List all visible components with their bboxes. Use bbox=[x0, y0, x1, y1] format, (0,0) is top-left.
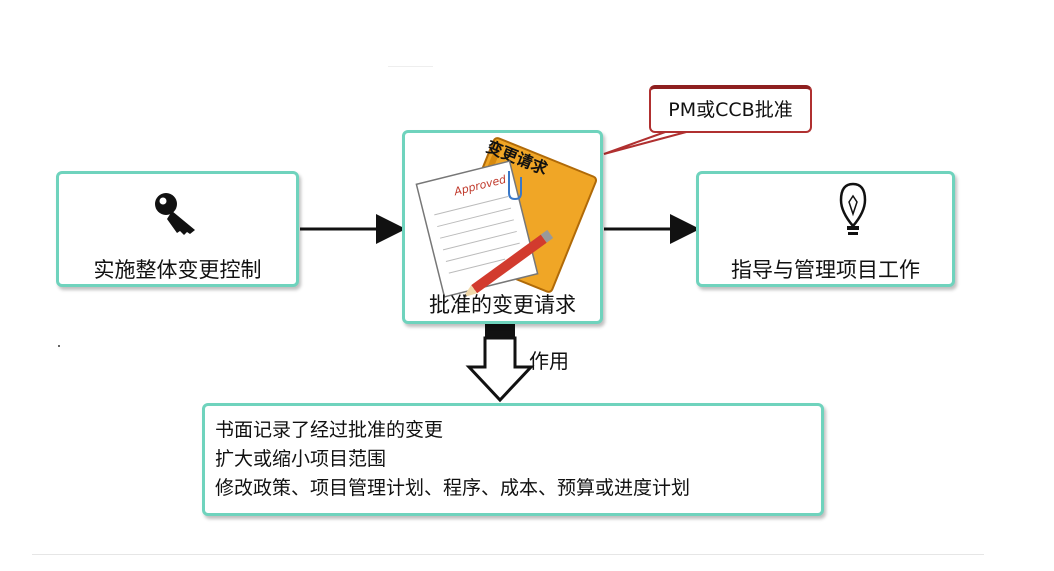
key-icon bbox=[155, 193, 195, 235]
usage-line: 修改政策、项目管理计划、程序、成本、预算或进度计划 bbox=[215, 477, 691, 499]
approval-callout: PM或CCB批准 bbox=[649, 85, 812, 133]
usage-label: 作用 bbox=[529, 349, 569, 373]
usage-line: 扩大或缩小项目范围 bbox=[215, 448, 387, 470]
lightbulb-icon bbox=[839, 182, 867, 235]
left-box-label: 实施整体变更控制 bbox=[93, 258, 262, 282]
faint-top-line bbox=[388, 66, 433, 67]
down-arrow-cap bbox=[485, 324, 515, 338]
document-pencil-icon: 变更请求 Approved bbox=[415, 137, 598, 298]
integrated-change-control-box: 实施整体变更控制 bbox=[56, 171, 299, 287]
usage-line: 书面记录了经过批准的变更 bbox=[215, 419, 444, 441]
stray-dot bbox=[58, 345, 60, 347]
approved-change-request-box: 变更请求 Approved 批准的变更请求 bbox=[402, 130, 603, 324]
down-arrow-hollow bbox=[465, 336, 535, 403]
center-box-label: 批准的变更请求 bbox=[429, 293, 576, 317]
direct-manage-work-box: 指导与管理项目工作 bbox=[696, 171, 955, 287]
paper-clip bbox=[508, 171, 522, 201]
usage-description-box: 书面记录了经过批准的变更 扩大或缩小项目范围 修改政策、项目管理计划、程序、成本… bbox=[202, 403, 824, 516]
right-box-label: 指导与管理项目工作 bbox=[731, 258, 920, 282]
bottom-rule bbox=[32, 554, 984, 555]
callout-tail bbox=[603, 130, 691, 155]
usage-lines: 书面记录了经过批准的变更 扩大或缩小项目范围 修改政策、项目管理计划、程序、成本… bbox=[215, 416, 690, 503]
